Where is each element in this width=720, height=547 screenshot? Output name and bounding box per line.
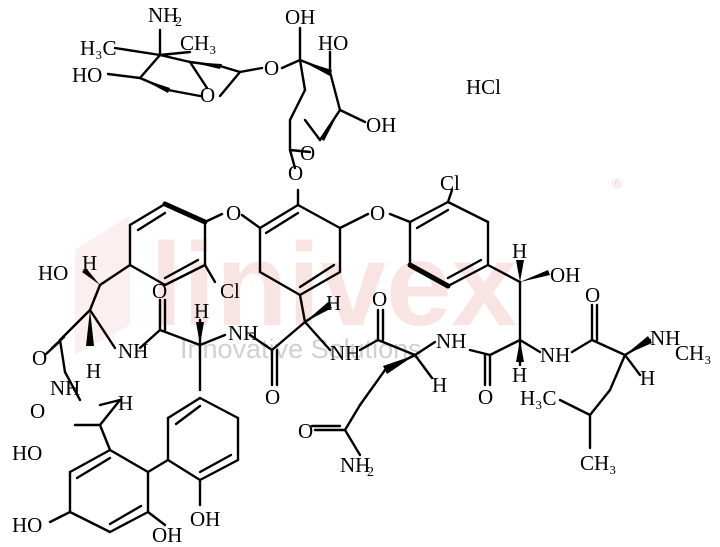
watermark-logo-shape — [75, 215, 130, 355]
label-nh2-top: NH — [148, 3, 178, 27]
label-h-mid3: H — [432, 373, 447, 397]
label-h3c-bottom: H₃C — [520, 386, 557, 410]
label-h-mid: H — [194, 299, 209, 323]
label-o-amide4: O — [372, 287, 387, 311]
label-ho-sugar1: HO — [72, 63, 102, 87]
middle-peptide-chain — [248, 302, 437, 457]
central-ring — [240, 188, 370, 324]
label-nh-ch3: NH — [650, 326, 680, 350]
label-nh-1: NH — [118, 339, 148, 363]
watermark-brand: linivex — [150, 219, 517, 351]
label-o-acid: O — [30, 399, 45, 423]
label-o-aryl-left: O — [226, 201, 241, 225]
label-o-link1: O — [264, 56, 279, 80]
label-h-right1: H — [512, 239, 527, 263]
label-nh-2: NH — [228, 321, 258, 345]
label-h-right3: H — [640, 366, 655, 390]
label-ch3-right: CH₃ — [675, 341, 712, 365]
label-ho-left: HO — [38, 261, 68, 285]
label-o-link2: O — [288, 161, 303, 185]
watermark-registered: ® — [612, 176, 622, 191]
label-ch3-bottom: CH₃ — [580, 451, 617, 475]
label-o-ring1: O — [200, 83, 215, 107]
label-o-amide3: O — [265, 385, 280, 409]
right-peptide-chain — [468, 260, 652, 450]
label-nh2-bottom-sub: 2 — [367, 465, 374, 480]
label-oh-2: HO — [318, 31, 348, 55]
label-h-left1: H — [82, 251, 97, 275]
atom-labels: NH 2 H₃C CH₃ HO O O OH HO O OH O O O Cl … — [12, 3, 712, 547]
label-ho-acid: HO — [12, 441, 42, 465]
glucose-sugar — [280, 26, 367, 170]
label-salt: HCl — [466, 75, 501, 99]
label-o-ring2: O — [300, 141, 315, 165]
label-ho-bottom1: HO — [12, 513, 42, 537]
label-o-aryl-right: O — [370, 201, 385, 225]
watermark: linivex Innovative Solutions ® — [75, 176, 622, 364]
left-peptide-chain — [44, 268, 227, 452]
right-chloro-ring — [388, 188, 522, 289]
label-nh2-top-sub: 2 — [175, 15, 182, 30]
lower-biphenyl — [48, 396, 240, 534]
label-nh2-bottom: NH — [340, 453, 370, 477]
label-ch3-top: CH₃ — [180, 31, 217, 55]
watermark-tagline: Innovative Solutions — [180, 334, 422, 364]
amino-sugar — [106, 28, 264, 98]
label-cl-left: Cl — [220, 279, 240, 303]
label-oh-right: OH — [550, 263, 580, 287]
left-chloro-ring — [98, 201, 224, 287]
label-nh-5: NH — [540, 343, 570, 367]
label-oh-3: OH — [366, 113, 396, 137]
label-oh-1: OH — [285, 5, 315, 29]
label-oh-bottom2: OH — [152, 523, 182, 547]
label-cl-right: Cl — [440, 171, 460, 195]
label-o-amide2: O — [152, 279, 167, 303]
label-nh-4: NH — [436, 329, 466, 353]
label-o-amide6: O — [585, 283, 600, 307]
label-nh-3: NH — [330, 341, 360, 365]
label-h-left2: H — [86, 359, 101, 383]
label-h-right2: H — [512, 363, 527, 387]
label-oh-phenol: OH — [190, 507, 220, 531]
label-o-amide1: O — [32, 346, 47, 370]
label-h3c-top: H₃C — [80, 36, 117, 60]
label-o-amide5: O — [478, 385, 493, 409]
label-nh-left: NH — [50, 376, 80, 400]
label-h-mid2: H — [326, 291, 341, 315]
label-o-bottom: O — [298, 419, 313, 443]
label-h-acid: H — [118, 391, 133, 415]
